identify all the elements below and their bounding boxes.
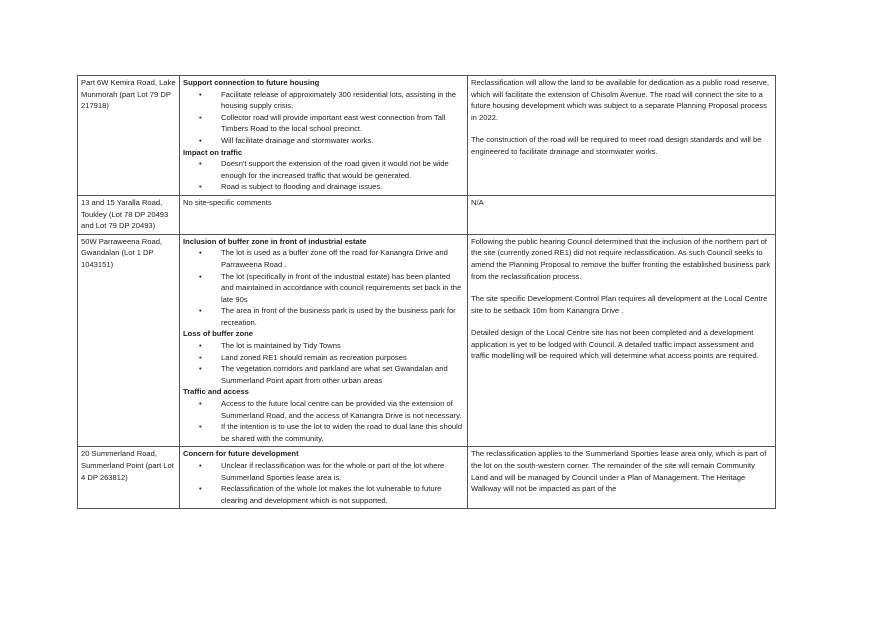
issue-heading: Support connection to future housing xyxy=(183,78,320,87)
location-cell: 20 Summerland Road, Summerland Point (pa… xyxy=(77,446,180,510)
issue-list: Facilitate release of approximately 300 … xyxy=(183,89,464,147)
issue-heading: Inclusion of buffer zone in front of ind… xyxy=(183,236,367,246)
list-item: Road is subject to flooding and drainage… xyxy=(199,181,464,193)
list-item: Land zoned RE1 should remain as recreati… xyxy=(199,352,464,364)
list-item: The lot is used as a buffer zone off the… xyxy=(199,247,464,270)
issue-heading: Traffic and access xyxy=(183,387,249,397)
table-row: Part 6W Kemira Road, Lake Munmorah (part… xyxy=(77,75,776,196)
response-cell: N/A xyxy=(467,194,776,235)
list-item: Access to the future local centre can be… xyxy=(199,398,464,421)
response-cell: Reclassification will allow the land to … xyxy=(467,75,776,196)
response-cell: The reclassification applies to the Summ… xyxy=(467,446,776,510)
issue-list: Unclear if reclassification was for the … xyxy=(183,460,464,506)
issue-list: Access to the future local centre can be… xyxy=(183,398,464,444)
list-item: The lot (specifically in front of the in… xyxy=(199,271,464,306)
issue-list: The lot is maintained by Tidy Towns Land… xyxy=(183,340,464,386)
issue-heading: Impact on traffic xyxy=(183,147,243,157)
list-item: If the intention is to use the lot to wi… xyxy=(199,421,464,444)
issue-list: The lot is used as a buffer zone off the… xyxy=(183,247,464,328)
list-item: Doesn't support the extension of the roa… xyxy=(199,158,464,181)
response-cell: Following the public hearing Council det… xyxy=(467,233,776,448)
comments-cell: Inclusion of buffer zone in front of ind… xyxy=(179,233,468,448)
issue-heading: Loss of buffer zone xyxy=(183,329,254,339)
list-item: The lot is maintained by Tidy Towns xyxy=(199,340,464,352)
list-item: Will facilitate drainage and stormwater … xyxy=(199,135,464,147)
location-cell: 50W Parraweena Road, Gwandalan (Lot 1 DP… xyxy=(77,233,180,448)
issue-heading: Concern for future development xyxy=(183,449,299,459)
location-cell: 13 and 15 Yaralla Road, Toukley (Lot 78 … xyxy=(77,194,180,235)
list-item: Collector road will provide important ea… xyxy=(199,112,464,135)
response-paragraph: The reclassification applies to the Summ… xyxy=(471,449,767,494)
list-item: Reclassification of the whole lot makes … xyxy=(199,483,464,506)
issue-list: Doesn't support the extension of the roa… xyxy=(183,158,464,193)
list-item: The vegetation corridors and parkland ar… xyxy=(199,363,464,386)
table-row: 13 and 15 Yaralla Road, Toukley (Lot 78 … xyxy=(77,194,776,235)
location-cell: Part 6W Kemira Road, Lake Munmorah (part… xyxy=(77,75,180,196)
table-row: 20 Summerland Road, Summerland Point (pa… xyxy=(77,446,776,510)
response-paragraph: The construction of the road will be req… xyxy=(471,135,762,156)
comments-cell: Concern for future development Unclear i… xyxy=(179,446,468,510)
comments-cell: No site-specific comments xyxy=(179,194,468,235)
response-paragraph: Following the public hearing Council det… xyxy=(471,236,771,281)
list-item: Unclear if reclassification was for the … xyxy=(199,460,464,483)
list-item: Facilitate release of approximately 300 … xyxy=(199,89,464,112)
response-paragraph: Reclassification will allow the land to … xyxy=(471,78,770,122)
list-item: The area in front of the business park i… xyxy=(199,305,464,328)
table-row: 50W Parraweena Road, Gwandalan (Lot 1 DP… xyxy=(77,233,776,448)
response-paragraph: Detailed design of the Local Centre site… xyxy=(471,328,759,361)
response-paragraph: The site specific Development Control Pl… xyxy=(471,294,768,315)
comments-cell: Support connection to future housing Fac… xyxy=(179,75,468,196)
submissions-table: Part 6W Kemira Road, Lake Munmorah (part… xyxy=(77,75,776,510)
